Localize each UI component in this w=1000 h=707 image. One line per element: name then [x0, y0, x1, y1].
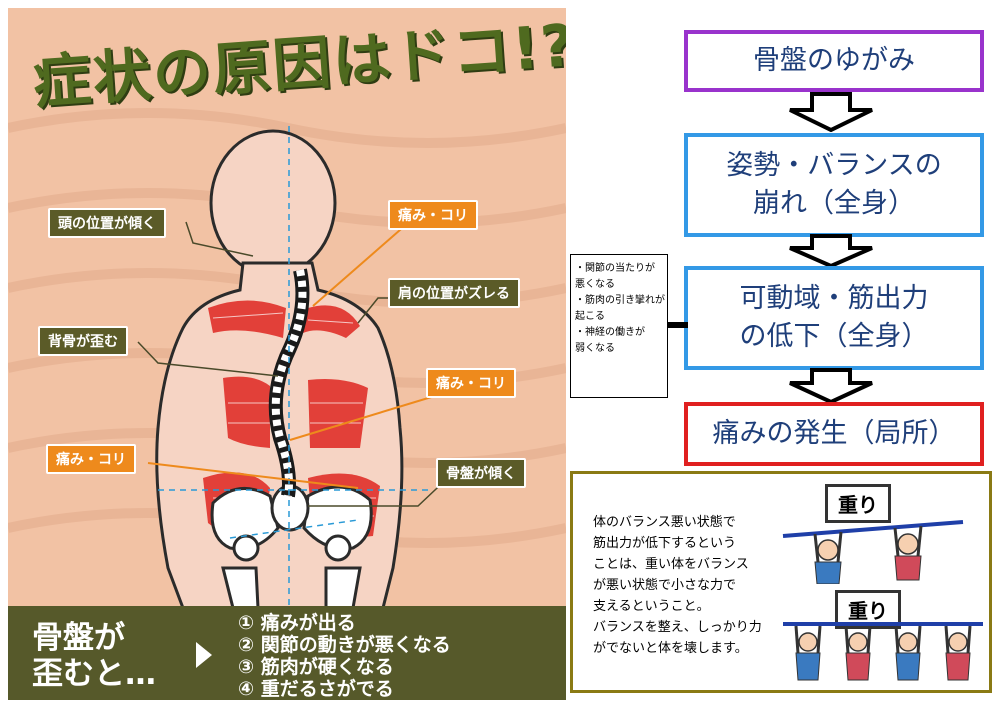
down-arrow-icon	[789, 234, 873, 268]
two-people-lifting-illustration	[782, 520, 964, 584]
label-head-tilt: 頭の位置が傾く	[48, 208, 166, 238]
label-pain-shoulder: 痛み・コリ	[388, 200, 478, 230]
flow-step-posture-balance: 姿勢・バランスの 崩れ（全身）	[684, 133, 984, 237]
poster-bottom-banner: 骨盤が 歪むと… ① 痛みが出る ② 関節の動きが悪くなる ③ 筋肉が硬くなる …	[8, 606, 566, 700]
flow-step-pelvis-distortion: 骨盤のゆがみ	[684, 30, 984, 92]
flow-step-text: 骨盤のゆがみ	[753, 45, 915, 76]
label-pain-hip: 痛み・コリ	[46, 444, 136, 474]
explanation-text: 体のバランス悪い状態で 筋出力が低下するという ことは、重い体をバランス が悪い…	[593, 512, 762, 659]
explanation-line: 支えるということ。	[593, 599, 710, 614]
down-arrow-icon	[789, 368, 873, 404]
label-pain-back: 痛み・コリ	[426, 368, 516, 398]
effect-item: ② 関節の動きが悪くなる	[238, 634, 451, 656]
effect-item: ① 痛みが出る	[238, 612, 356, 634]
flow-step-text: 崩れ（全身）	[753, 188, 915, 219]
explanation-line: ことは、重い体をバランス	[593, 557, 749, 572]
bottom-lead-text: 骨盤が 歪むと…	[32, 620, 156, 692]
head-shape	[209, 129, 337, 277]
weight-label-top: 重り	[825, 484, 891, 523]
flow-step-pain-onset: 痛みの発生（局所）	[684, 402, 984, 466]
person-icon	[893, 525, 923, 581]
effect-item: ④ 重だるさがでる	[238, 678, 394, 700]
weight-explanation-panel: 体のバランス悪い状態で 筋出力が低下するという ことは、重い体をバランス が悪い…	[570, 471, 992, 693]
label-spine-distort: 背骨が歪む	[38, 326, 128, 356]
note-line: 弱くなる	[575, 343, 615, 354]
flow-step-text: 姿勢・バランスの	[726, 150, 942, 181]
explanation-line: バランスを整え、しっかり力	[593, 620, 762, 635]
person-icon	[844, 625, 872, 681]
note-line: ・神経の働きが	[575, 327, 645, 338]
effect-item: ③ 筋肉が硬くなる	[238, 656, 394, 678]
note-line: ・筋肉の引き攣れが	[575, 295, 665, 306]
note-connector	[668, 322, 688, 328]
note-line: 悪くなる	[575, 279, 615, 290]
person-icon	[894, 625, 922, 681]
four-people-lifting-illustration	[783, 622, 983, 681]
flow-step-text: 可動域・筋出力	[739, 283, 929, 314]
person-icon	[813, 531, 843, 584]
explanation-line: が悪い状態で小さな力で	[593, 578, 737, 593]
play-arrow-icon	[196, 642, 212, 668]
explanation-line: 筋出力が低下するという	[593, 536, 737, 551]
pelvis-poster: 症状の原因はドコ!?	[8, 8, 566, 700]
person-icon	[794, 625, 822, 681]
spine	[268, 268, 310, 498]
label-pelvis-tilt: 骨盤が傾く	[436, 458, 526, 488]
flow-step-mobility-strength: 可動域・筋出力 の低下（全身）	[684, 266, 984, 370]
body-back-illustration	[137, 126, 454, 608]
explanation-line: 体のバランス悪い状態で	[593, 515, 736, 530]
side-note-box: ・関節の当たりが 悪くなる ・筋肉の引き攣れが 起こる ・神経の働きが 弱くなる	[570, 254, 668, 398]
note-line: ・関節の当たりが	[575, 263, 655, 274]
down-arrow-icon	[789, 92, 873, 132]
flow-step-text: の低下（全身）	[739, 321, 929, 352]
label-shoulder-shift: 肩の位置がズレる	[388, 278, 520, 308]
explanation-line: がでないと体を壊します。	[593, 641, 748, 656]
person-icon	[944, 625, 972, 681]
note-line: 起こる	[575, 311, 605, 322]
flow-step-text: 痛みの発生（局所）	[712, 418, 956, 449]
